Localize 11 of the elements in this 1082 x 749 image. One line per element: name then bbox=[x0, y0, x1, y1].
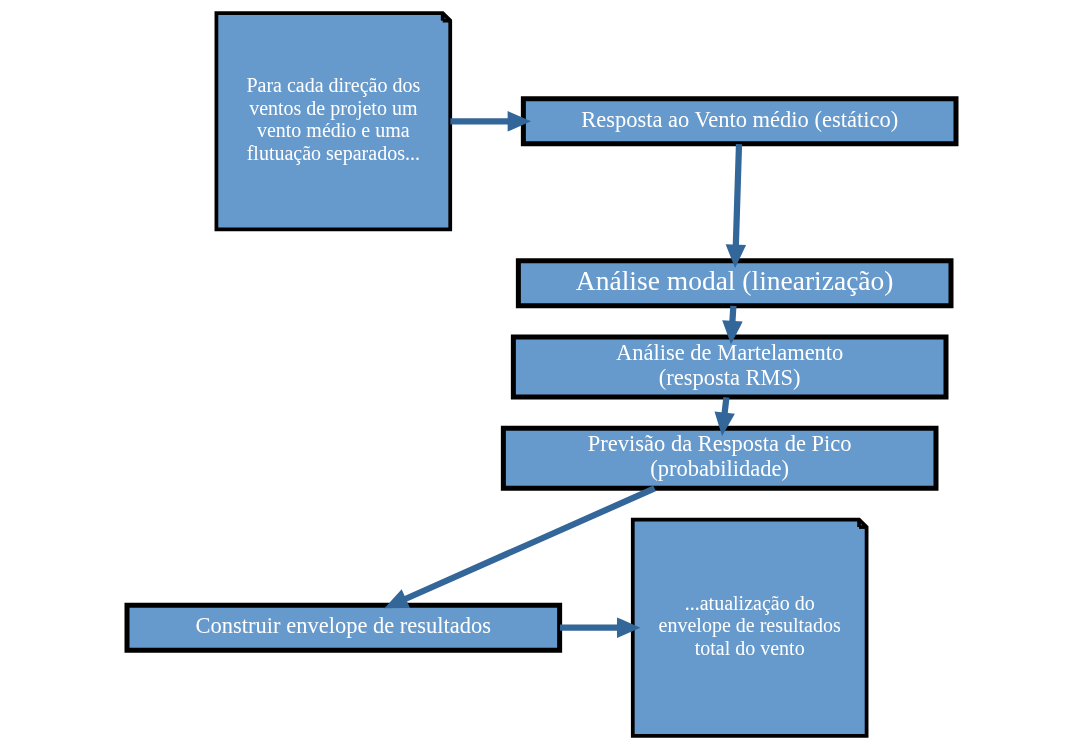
node-box: Construir envelope de resultados bbox=[124, 602, 562, 653]
arrow bbox=[449, 111, 531, 132]
node-box: Análise de Martelamento (resposta RMS) bbox=[510, 334, 948, 400]
arrow bbox=[721, 305, 743, 345]
node-box: Resposta ao Vento médio (estático) bbox=[520, 96, 958, 147]
node-box: Análise modal (linearização) bbox=[515, 258, 953, 309]
arrow bbox=[725, 143, 746, 269]
arrow bbox=[714, 396, 735, 436]
arrow bbox=[383, 485, 656, 609]
arrow bbox=[559, 617, 640, 638]
node-box: Previsão da Resposta de Pico (probabilidade) bbox=[500, 425, 938, 491]
